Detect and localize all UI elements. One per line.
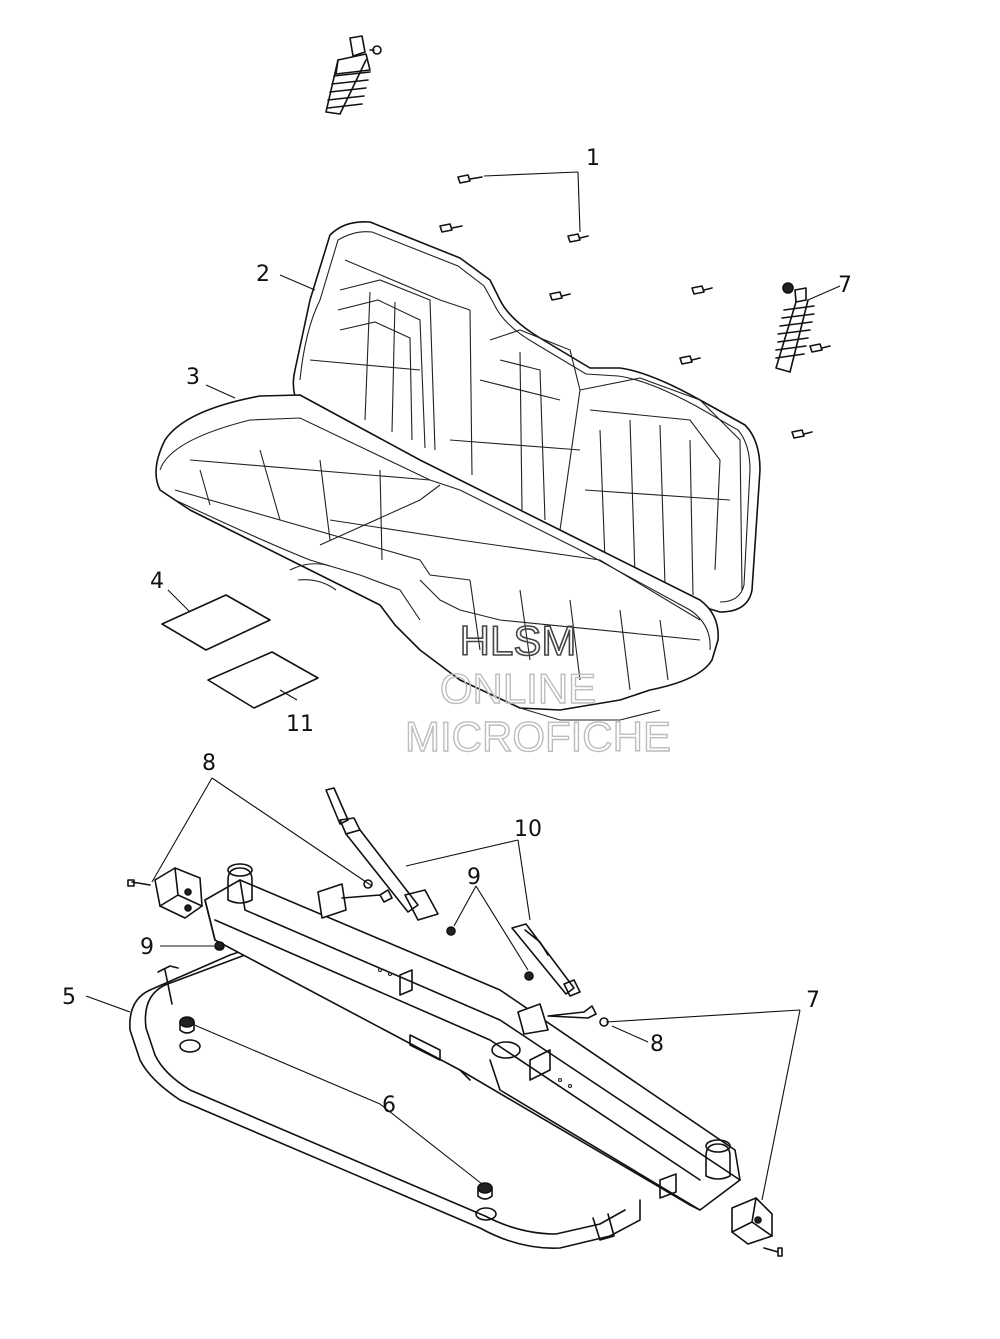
callout-4: 4: [150, 569, 164, 594]
callout-9-left: 9: [140, 935, 154, 960]
nuts-part-9: [214, 926, 534, 981]
seat-base-frame: [129, 944, 641, 1249]
callout-5: 5: [62, 985, 76, 1010]
callout-8-right: 8: [650, 1032, 664, 1057]
screws-part-1: [439, 174, 831, 439]
leader-lines: [85, 171, 841, 1201]
callout-8-left: 8: [202, 751, 216, 776]
callout-6: 6: [382, 1093, 396, 1118]
callout-9-right: 9: [467, 865, 481, 890]
watermark-line-2: ONLINE: [440, 665, 596, 712]
watermark-line-1: HLSM: [460, 617, 577, 664]
callout-2: 2: [256, 262, 270, 287]
left-belt-retractor: [127, 867, 203, 919]
callout-3: 3: [186, 365, 200, 390]
seat-support-beam: [204, 863, 741, 1211]
watermark: HLSM ONLINE MICROFICHE: [404, 616, 671, 761]
grommets-part-6: [179, 1016, 493, 1200]
callout-7-bottom: 7: [806, 988, 820, 1013]
seat-backrest: [292, 220, 761, 613]
callout-1: 1: [586, 146, 600, 171]
callout-11: 11: [286, 712, 314, 737]
label-decal-11: [207, 651, 319, 709]
top-spring-bracket: [325, 35, 382, 115]
watermark-line-3: MICROFICHE: [405, 713, 671, 760]
callout-7-top: 7: [838, 273, 852, 298]
right-belt-retractor: [731, 1197, 783, 1257]
callout-10: 10: [514, 817, 542, 842]
seat-cushion: [155, 394, 719, 721]
right-spring-bracket: [775, 282, 815, 373]
label-decal-4: [161, 594, 271, 651]
seat-belt-left: [317, 787, 439, 921]
seat-belt-right: [511, 923, 609, 1035]
